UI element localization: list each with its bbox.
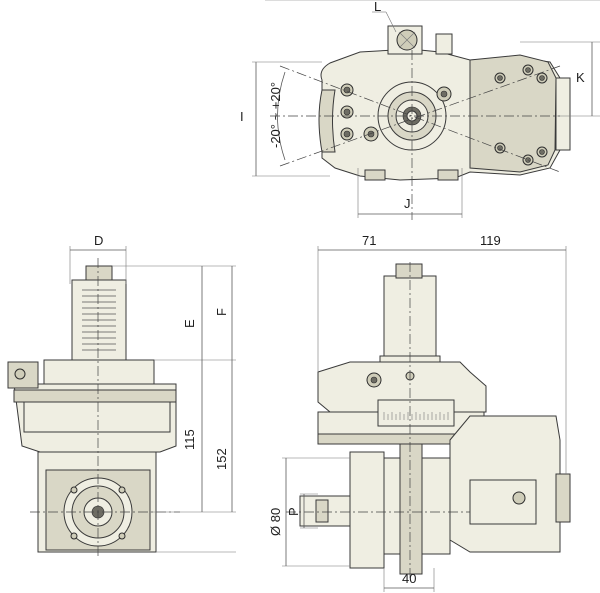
dim-K-label: K xyxy=(576,70,585,85)
dim-P-label: P xyxy=(286,507,301,516)
front-view: D E F 115 152 xyxy=(7,233,236,556)
dim-119-label: 119 xyxy=(480,233,501,248)
dim-40-label: 40 xyxy=(402,571,416,586)
dim-80-label: Ø 80 xyxy=(268,508,283,536)
shank-ribs xyxy=(82,289,116,351)
dim-F-label: F xyxy=(214,308,229,316)
dim-152-label: 152 xyxy=(214,448,229,470)
top-view: -20° ~ +20° I J K L xyxy=(240,0,600,220)
angle-label: -20° ~ +20° xyxy=(268,82,283,148)
dim-J-label: J xyxy=(404,196,411,211)
dim-L-label: L xyxy=(374,0,381,14)
dim-115-label: 115 xyxy=(182,429,197,450)
dim-71-label: 71 xyxy=(362,233,376,248)
dim-I-label: I xyxy=(240,109,244,124)
side-view: 71 119 Ø 80 P 40 xyxy=(268,233,571,592)
dim-E-label: E xyxy=(182,319,197,328)
dim-D-label: D xyxy=(94,233,103,248)
scale-ticks xyxy=(383,412,449,420)
